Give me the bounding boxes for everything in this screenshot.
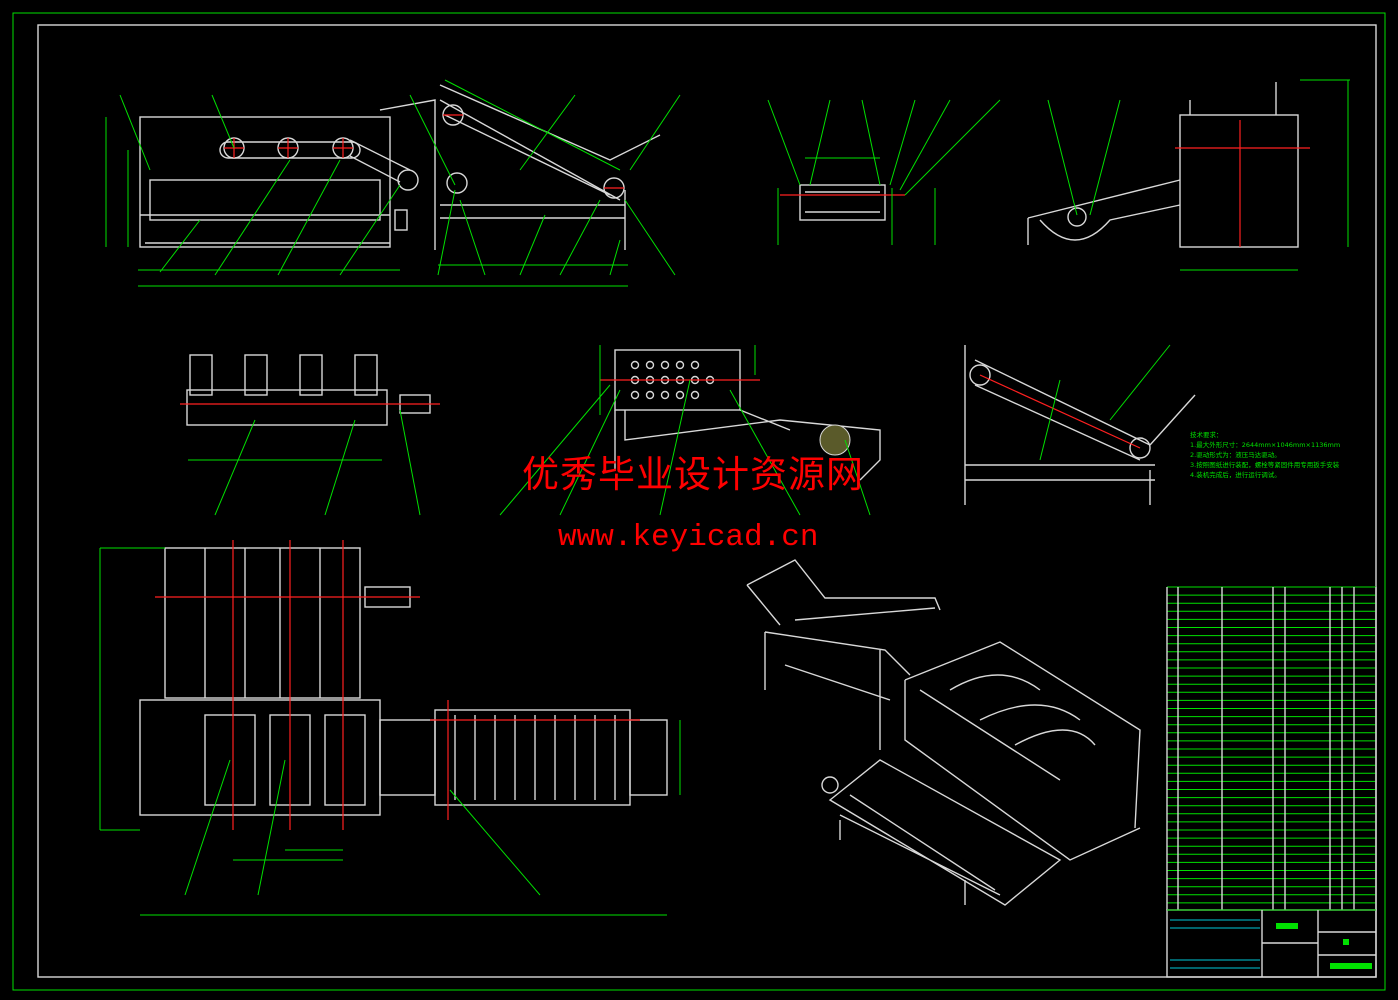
watermark-url: www.keyicad.cn (558, 520, 819, 555)
tech-item: 2.驱动形式为：液压马达驱动。 (1190, 451, 1281, 459)
plan-view (99, 540, 681, 916)
side-view (1027, 79, 1350, 271)
tech-item: 1.最大外形尺寸：2644mm×1046mm×1136mm (1190, 441, 1341, 449)
section-view-a (767, 99, 1001, 245)
section-view-b (180, 354, 440, 516)
title-block (1166, 909, 1377, 978)
front-view (105, 79, 681, 287)
isometric-view (746, 559, 1141, 906)
outer-border (12, 12, 1386, 991)
inner-frame (37, 24, 1377, 978)
tech-item: 4.装机完成后，进行运行调试。 (1190, 471, 1281, 479)
tech-item: 3.按照图纸进行装配，螺栓等紧固件用专用扳手安装 (1190, 461, 1340, 469)
tech-heading: 技术要求： (1190, 431, 1223, 439)
watermark-title: 优秀毕业设计资源网 (522, 453, 864, 496)
section-view-c (499, 345, 881, 516)
parts-list-table (1166, 586, 1377, 910)
conveyor-view (964, 344, 1196, 505)
technical-requirements: 技术要求： 1.最大外形尺寸：2644mm×1046mm×1136mm 2.驱动… (1190, 430, 1340, 480)
